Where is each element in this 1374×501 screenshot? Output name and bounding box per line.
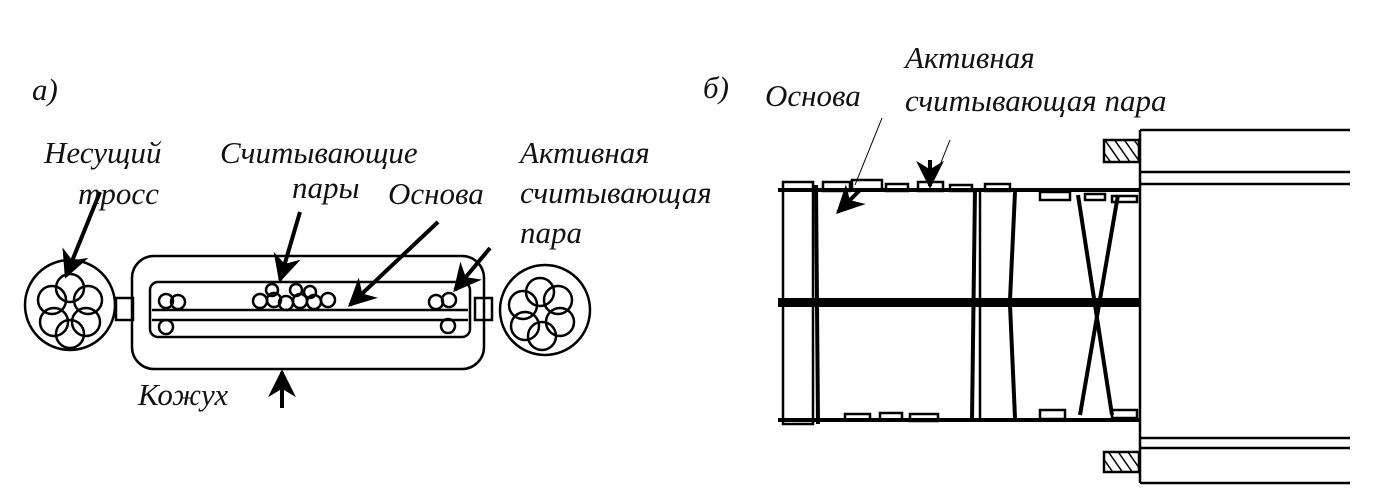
- label-reading-pairs-1: Считывающие: [220, 135, 418, 170]
- label-active-pair-b-2: считывающая пара: [905, 83, 1166, 118]
- label-active-pair-1: Активная: [518, 135, 650, 170]
- label-reading-pairs-2: пары: [292, 170, 360, 205]
- connector-left: [114, 296, 135, 322]
- panel-b: б) Основа Активная считывающая пара: [703, 40, 1350, 485]
- label-carrier-cable-1: Несущий: [43, 135, 162, 170]
- label-base-b: Основа: [765, 78, 861, 113]
- base-shape: [148, 280, 472, 339]
- label-jacket: Кожух: [137, 377, 228, 412]
- pointer-arrows: [62, 191, 492, 408]
- label-active-pair-2: считывающая: [520, 175, 712, 210]
- base-frame: [778, 178, 1140, 426]
- hatched-seal-top: [1102, 138, 1141, 164]
- panel-a-tag: а): [32, 72, 58, 107]
- label-active-pair-3: пара: [520, 215, 582, 250]
- label-base: Основа: [388, 176, 484, 211]
- reading-pairs-shape: [157, 282, 458, 336]
- housing: [1102, 128, 1350, 485]
- panel-a: а): [23, 72, 712, 412]
- carrier-cable-left: [23, 258, 117, 352]
- hatched-seal-bottom: [1102, 450, 1141, 474]
- jacket-shape: [130, 254, 486, 371]
- label-active-pair-b-1: Активная: [903, 40, 1035, 75]
- panel-b-tag: б): [703, 70, 729, 105]
- label-carrier-cable-2: тросс: [78, 176, 159, 211]
- carrier-cable-right: [498, 263, 592, 357]
